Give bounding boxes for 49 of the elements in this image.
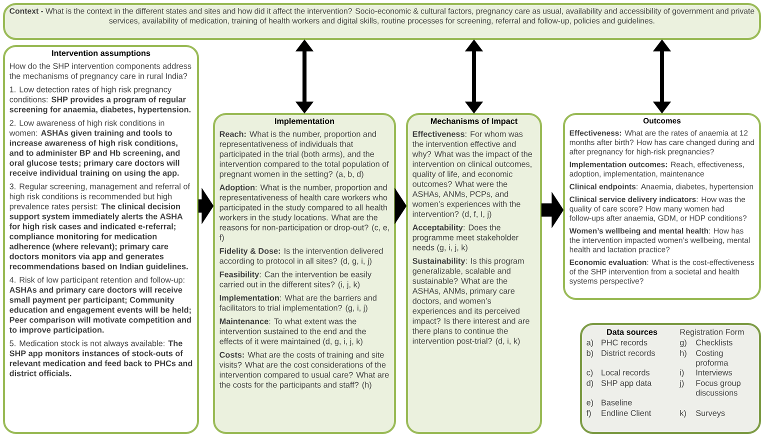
body-text: How do the SHP intervention components address the mechanisms of pregnancy care in rural India? bbox=[9, 62, 192, 81]
text-box bbox=[213, 113, 396, 434]
body-text: Costs: What are the costs of training and site visits? What are the cost considerations of the intervention compared to usual care? What are the costs for the participants and staff? (h) bbox=[219, 352, 389, 390]
source-name: Surveys bbox=[696, 410, 725, 418]
list-letter: b) bbox=[586, 350, 594, 358]
source-name: PHC records bbox=[602, 339, 648, 346]
list-letter: e) bbox=[586, 399, 594, 408]
source-name: SHP app data bbox=[601, 380, 652, 388]
body-text: 1. Low detection rates of high risk pregnancy conditions: SHP provides a program of regular screening for anaemia, diabetes, hypertension. bbox=[10, 86, 190, 114]
data-sources-box bbox=[580, 323, 761, 434]
source-name: Local records bbox=[602, 369, 650, 376]
body-text: Fidelity & Dose: Is the intervention delivered according to protocol in all sites? (d, g, i, j) bbox=[220, 248, 383, 266]
list-letter: i) bbox=[680, 369, 684, 378]
list-letter: a) bbox=[586, 339, 594, 348]
body-text: Implementation: What are the barriers and facilitators to trial implementation? (g, i, j) bbox=[219, 294, 376, 312]
box-heading: Mechanisms of Impact bbox=[430, 118, 518, 126]
box-heading: Data sources bbox=[607, 329, 658, 335]
list-letter: d) bbox=[586, 380, 594, 388]
body-text: 3. Regular screening, management and referral of high risk conditions is recommended but high prevalence rates persist: The clinical decision support system immediately alerts the ASHA for high risk cases and indicated e-referral; compliance monitoring for medication adherence (where relevant); primary care doctors monitors via app and generates recommendations based on Indian guidelines. bbox=[10, 183, 190, 271]
text-box bbox=[406, 113, 542, 434]
source-name: Registration Form bbox=[680, 328, 744, 336]
source-name: District records bbox=[602, 350, 655, 356]
body-text: Maintenance: To what extent was the intervention sustained to the end and the effects of it were maintained (d, g, i, j, k) bbox=[220, 318, 366, 346]
source-name: Interviews bbox=[696, 369, 732, 376]
body-text: 5. Medication stock is not always available: The SHP app monitors instances of stock-outs of relevant medication and feed back to PHCs and district officials. bbox=[10, 340, 192, 376]
box-heading: Intervention assumptions bbox=[52, 50, 150, 58]
list-letter: c) bbox=[586, 369, 593, 378]
source-name: Checklists bbox=[696, 339, 732, 346]
body-text: Acceptability: Does the programme meet stakeholder needs (g, i, j, k) bbox=[412, 224, 518, 252]
list-letter: k) bbox=[680, 410, 686, 418]
body-text: Adoption: What is the number, proportion and representativeness of health care workers who participated in the study compared to all health workers in the study locations. What are the reasons for non-participation or drop-out? (c, e, f) bbox=[219, 184, 389, 242]
text-box bbox=[3, 45, 199, 434]
text-box bbox=[563, 113, 761, 300]
source-name: Endline Client bbox=[602, 410, 652, 416]
body-text: Effectiveness: For whom was the intervention effective and why? What was the impact of the intervention on clinical outcomes, quality of life, and economic outcomes? What were the ASHAs, ANMs, PCPs, and women’s experiences with the intervention? (d, f, I, j) bbox=[412, 130, 532, 219]
body-text: Feasibility: Can the intervention be easily carried out in the different sites? (i, j, k) bbox=[220, 271, 372, 289]
body-text: 2. Low awareness of high risk conditions in women: ASHAs given training and tools to increase awareness of high risk conditions, and to administer BP and Hb screening, and oral glucose tests; primary care doctors will receive individual training on using the app. bbox=[9, 120, 180, 178]
list-letter: g) bbox=[680, 339, 686, 348]
list-letter: f) bbox=[586, 410, 591, 418]
body-text: Reach: What is the number, proportion and representativeness of individuals that participated in the trial (both arms), and the intervention compared to the total population of pregnant women in the setting? (a, b, d) bbox=[220, 130, 389, 179]
context-box bbox=[3, 3, 761, 40]
source-name: Baseline bbox=[602, 399, 632, 406]
box-heading: Implementation bbox=[275, 118, 334, 126]
source-name: Focus group discussions bbox=[696, 380, 741, 396]
body-text: 4. Risk of low participant retention and follow-up: ASHAs and primary care doctors will receive small payment per participant; Community education and engagement events will be held; Peer comparison will motivate competition and to improve participation. bbox=[9, 276, 191, 334]
list-letter: j) bbox=[679, 380, 684, 388]
body-text: Sustainability: Is this program generalizable, scalable and sustainable? What are the ASHAs, ANMs, primary care doctors, and women’s experiences and its perceived impact? Is there interest and are there plans to continue the intervention post-trial? (d, i, k) bbox=[412, 258, 530, 346]
source-name: Costing proforma bbox=[696, 350, 728, 368]
list-letter: h) bbox=[680, 350, 686, 358]
